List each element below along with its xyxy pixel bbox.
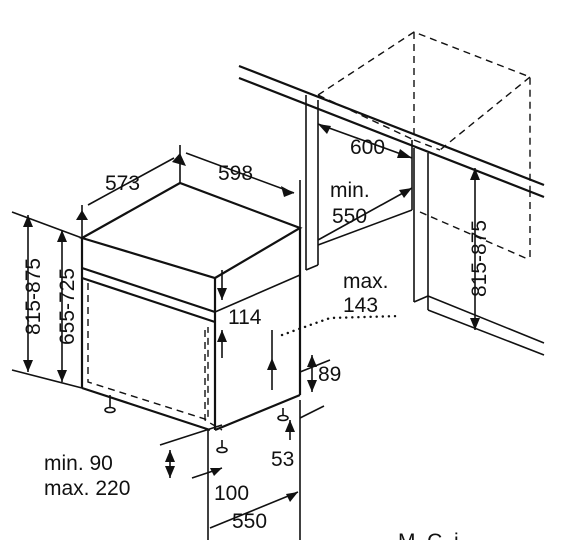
label-cabinet-600: 600 — [350, 136, 385, 159]
label-max-220: max. 220 — [44, 477, 130, 500]
label-89: 89 — [318, 363, 341, 386]
label-min-90: min. 90 — [44, 452, 113, 475]
dimension-labels: 573 598 600 min. 550 max. 143 114 89 53 … — [22, 136, 491, 540]
corner-text: M..C..i..... — [398, 530, 488, 540]
label-550-bottom: 550 — [232, 510, 267, 533]
label-height-815-875-right: 815-875 — [468, 220, 491, 297]
label-100: 100 — [214, 482, 249, 505]
label-min: min. — [330, 179, 370, 202]
left-cabinet-panel — [305, 95, 413, 271]
label-max-143: 143 — [343, 294, 378, 317]
right-cabinet-panel — [413, 148, 545, 356]
worktop — [238, 64, 545, 199]
label-min-550: 550 — [332, 205, 367, 228]
dishwasher-body — [79, 181, 303, 454]
label-53: 53 — [271, 448, 294, 471]
label-max: max. — [343, 270, 389, 293]
label-depth-573: 573 — [105, 172, 140, 195]
max-143-leader — [280, 314, 402, 337]
arrowheads — [23, 124, 480, 502]
label-height-815-875-left: 815-875 — [22, 258, 45, 335]
label-height-655-725: 655-725 — [56, 268, 79, 345]
label-114: 114 — [228, 306, 262, 329]
label-width-598: 598 — [218, 162, 253, 185]
